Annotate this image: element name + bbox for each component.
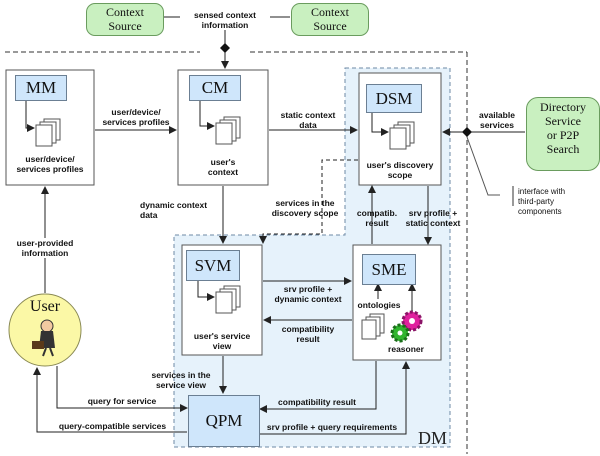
mm-module: MM bbox=[15, 75, 67, 101]
dsm-store-label: user's discovery scope bbox=[366, 160, 434, 180]
sensed-context-junction bbox=[220, 43, 230, 53]
label-query-for-service: query for service bbox=[87, 396, 157, 406]
dsm-inner-arrow bbox=[371, 112, 389, 136]
mm-document-stack-icon bbox=[35, 118, 61, 147]
label-dynamic-context-data: dynamic context data bbox=[140, 200, 208, 220]
dsm-document-stack-icon bbox=[389, 121, 415, 150]
mm-inner-arrow bbox=[25, 100, 35, 132]
label-static-context: static context data bbox=[280, 110, 336, 130]
svm-inner-arrow bbox=[197, 280, 215, 301]
svm-document-stack-icon bbox=[215, 285, 241, 314]
context-source-right-node: Context Source bbox=[291, 3, 369, 36]
label-srv-profile-query: srv profile + query requirements bbox=[266, 422, 398, 432]
cm-store-label: user's context bbox=[207, 157, 239, 177]
reasoner-gears-icon bbox=[390, 310, 423, 343]
label-compatib-result: compatib. result bbox=[356, 208, 398, 228]
label-srv-profile-dynamic: srv profile + dynamic context bbox=[274, 284, 342, 304]
label-user-provided: user-provided information bbox=[10, 238, 80, 258]
mm-store-label: user/device/ services profiles bbox=[16, 154, 84, 174]
label-services-discovery-scope: services in the discovery scope bbox=[271, 198, 339, 218]
label-compatibility-result-qpm: compatibility result bbox=[278, 397, 356, 407]
cm-module: CM bbox=[189, 75, 241, 101]
ontologies-label: ontologies bbox=[357, 300, 401, 310]
label-query-compatible-services: query-compatible services bbox=[58, 421, 167, 431]
label-user-device-profiles: user/device/ services profiles bbox=[102, 107, 170, 127]
edge-dsm-to-svm bbox=[259, 159, 358, 244]
sme-module: SME bbox=[362, 254, 416, 285]
cm-document-stack-icon bbox=[215, 116, 241, 145]
label-available-services: available services bbox=[479, 110, 515, 130]
svm-store-label: user's service view bbox=[193, 331, 251, 351]
annotation-leader bbox=[466, 136, 500, 196]
user-label: User bbox=[29, 298, 61, 315]
directory-junction bbox=[462, 127, 472, 137]
edge-sme-to-qpm bbox=[259, 361, 377, 413]
qpm-module: QPM bbox=[188, 395, 260, 447]
edge-user-to-qpm bbox=[56, 366, 188, 412]
dm-region-label: DM bbox=[418, 428, 448, 448]
edge-qpm-to-user bbox=[33, 367, 187, 433]
ontologies-document-stack-icon bbox=[361, 313, 385, 340]
reasoner-label: reasoner bbox=[388, 344, 424, 354]
label-sensed-context: sensed context information bbox=[180, 10, 270, 30]
context-source-left-node: Context Source bbox=[86, 3, 164, 36]
cm-inner-arrow bbox=[199, 100, 215, 130]
edge-qpm-to-sme bbox=[260, 361, 410, 435]
user-figure-icon bbox=[32, 319, 55, 357]
svm-module: SVM bbox=[186, 250, 240, 281]
directory-service-node: Directory Service or P2P Search bbox=[526, 97, 600, 171]
label-compatibility-result-svm: compatibility result bbox=[281, 324, 335, 344]
label-srv-profile-static: srv profile + static context bbox=[405, 208, 461, 228]
label-services-service-view: services in the service view bbox=[151, 370, 211, 390]
dsm-module: DSM bbox=[366, 84, 422, 113]
third-party-interface-annotation: interface with third-party components bbox=[518, 187, 566, 216]
